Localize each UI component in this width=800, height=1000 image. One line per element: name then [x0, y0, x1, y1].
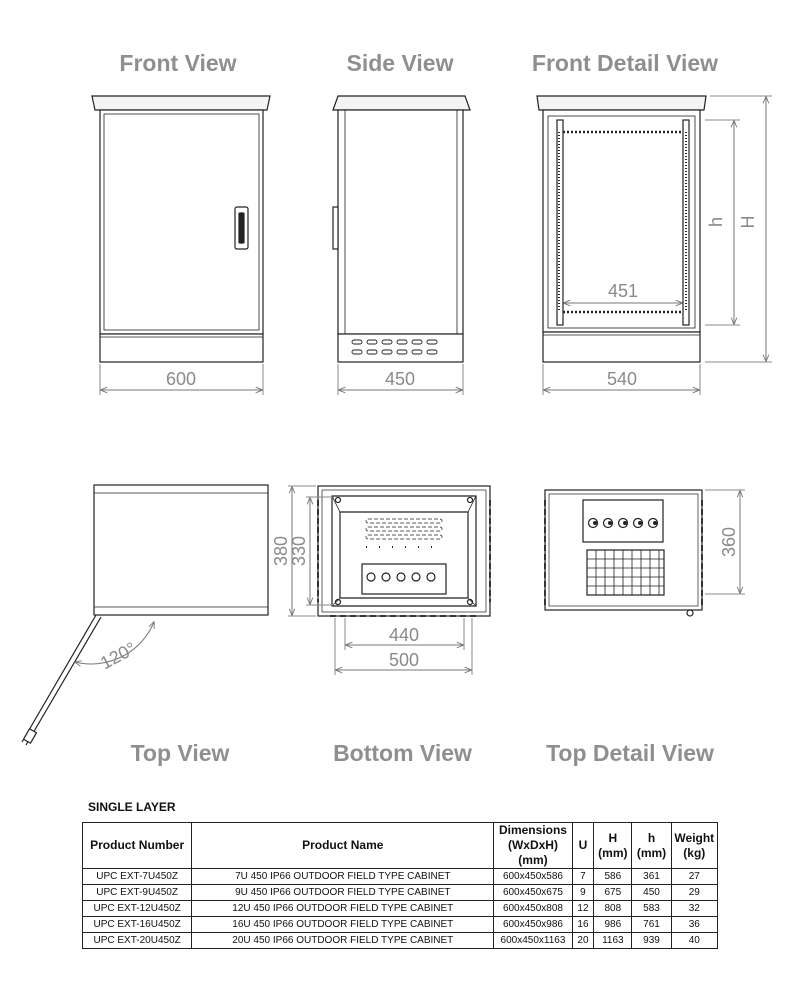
- dim-label-540: 540: [607, 369, 637, 389]
- cell-dimensions: 600x450x808: [493, 900, 573, 917]
- cell-product-name: 12U 450 IP66 OUTDOOR FIELD TYPE CABINET: [191, 900, 495, 917]
- dimension-600: 600: [99, 364, 264, 395]
- front-view-drawing: [91, 95, 271, 363]
- cell-weight: 36: [670, 916, 719, 933]
- dim-label-h: h: [706, 217, 726, 227]
- table-row: UPC EXT-16U450Z 16U 450 IP66 OUTDOOR FIE…: [81, 916, 719, 933]
- dimension-440: 440: [344, 618, 465, 650]
- top-view-drawing: [21, 484, 269, 746]
- header-product-number: Product Number: [81, 822, 193, 869]
- dim-label-600: 600: [166, 369, 196, 389]
- table-row: UPC EXT-12U450Z 12U 450 IP66 OUTDOOR FIE…: [81, 900, 719, 917]
- cable-gland-plate: [361, 563, 447, 595]
- dim-label-angle: 120°: [97, 638, 139, 673]
- header-product-name: Product Name: [191, 822, 495, 869]
- dimension-330: 330: [289, 496, 334, 606]
- bottom-vent-slots: [365, 518, 443, 540]
- cell-dimensions: 600x450x675: [493, 884, 573, 901]
- title-top-view: Top View: [130, 740, 230, 766]
- cell-H: 986: [593, 916, 633, 933]
- door-handle: [234, 206, 249, 250]
- dim-label-440: 440: [389, 625, 419, 645]
- front-detail-view-drawing: [536, 95, 707, 363]
- dim-label-500: 500: [389, 650, 419, 670]
- table-row: UPC EXT-7U450Z 7U 450 IP66 OUTDOOR FIELD…: [81, 868, 719, 885]
- cell-product-name: 9U 450 IP66 OUTDOOR FIELD TYPE CABINET: [191, 884, 495, 901]
- top-gland-plate: [582, 499, 664, 543]
- header-h: h(mm): [631, 822, 672, 869]
- cell-u: 9: [571, 884, 595, 901]
- cell-u: 16: [571, 916, 595, 933]
- cell-weight: 29: [670, 884, 719, 901]
- title-side-view: Side View: [346, 50, 454, 76]
- vent-grille: [586, 549, 665, 596]
- cell-dimensions: 600x450x986: [493, 916, 573, 933]
- technical-drawing: 600 450: [21, 95, 772, 746]
- top-detail-view-drawing: [544, 489, 703, 617]
- dim-label-360: 360: [719, 527, 739, 557]
- title-bottom-view: Bottom View: [333, 740, 472, 766]
- cell-h: 450: [631, 884, 672, 901]
- header-H: H(mm): [593, 822, 633, 869]
- table-header-row: Product Number Product Name Dimensions(W…: [81, 822, 719, 869]
- cell-H: 586: [593, 868, 633, 885]
- cell-h: 583: [631, 900, 672, 917]
- ventilation-slots: [351, 339, 438, 355]
- dimension-360: 360: [705, 489, 745, 595]
- title-front-detail-view: Front Detail View: [531, 50, 719, 76]
- cell-product-number: UPC EXT-20U450Z: [81, 932, 193, 949]
- cell-dimensions: 600x450x586: [493, 868, 573, 885]
- cell-h: 361: [631, 868, 672, 885]
- cell-H: 808: [593, 900, 633, 917]
- dimension-h: h: [705, 119, 740, 326]
- dim-label-451: 451: [608, 281, 638, 301]
- table-row: UPC EXT-20U450Z 20U 450 IP66 OUTDOOR FIE…: [81, 932, 719, 949]
- dimension-500: 500: [334, 618, 473, 675]
- cell-product-number: UPC EXT-9U450Z: [81, 884, 193, 901]
- cell-weight: 40: [670, 932, 719, 949]
- cell-h: 761: [631, 916, 672, 933]
- cell-product-number: UPC EXT-12U450Z: [81, 900, 193, 917]
- dim-label-380: 380: [271, 536, 291, 566]
- dimension-450: 450: [337, 364, 464, 395]
- cell-dimensions: 600x450x1163: [493, 932, 573, 949]
- cell-product-number: UPC EXT-7U450Z: [81, 868, 193, 885]
- spec-table: Product Number Product Name Dimensions(W…: [81, 822, 719, 949]
- header-dimensions: Dimensions(WxDxH) (mm): [493, 822, 573, 869]
- cell-H: 1163: [593, 932, 633, 949]
- cell-H: 675: [593, 884, 633, 901]
- cell-product-number: UPC EXT-16U450Z: [81, 916, 193, 933]
- dimension-H: H: [705, 95, 772, 363]
- header-u: U: [571, 822, 595, 869]
- dimension-380: 380: [271, 485, 316, 617]
- cell-weight: 27: [670, 868, 719, 885]
- open-door: [21, 614, 102, 746]
- title-front-view: Front View: [119, 50, 237, 76]
- dimension-540: 540: [542, 364, 701, 395]
- dimension-451: 451: [564, 281, 682, 303]
- cell-weight: 32: [670, 900, 719, 917]
- dim-label-H: H: [738, 216, 758, 229]
- table-row: UPC EXT-9U450Z 9U 450 IP66 OUTDOOR FIELD…: [81, 884, 719, 901]
- cell-product-name: 20U 450 IP66 OUTDOOR FIELD TYPE CABINET: [191, 932, 495, 949]
- cell-u: 12: [571, 900, 595, 917]
- title-top-detail-view: Top Detail View: [546, 740, 714, 766]
- section-title: SINGLE LAYER: [88, 800, 176, 814]
- dim-label-330: 330: [289, 536, 309, 566]
- header-weight: Weight(kg): [670, 822, 719, 869]
- cell-h: 939: [631, 932, 672, 949]
- side-view-drawing: [332, 95, 471, 363]
- dim-label-450: 450: [385, 369, 415, 389]
- cell-product-name: 7U 450 IP66 OUTDOOR FIELD TYPE CABINET: [191, 868, 495, 885]
- bottom-view-drawing: [317, 485, 491, 617]
- cell-product-name: 16U 450 IP66 OUTDOOR FIELD TYPE CABINET: [191, 916, 495, 933]
- cell-u: 20: [571, 932, 595, 949]
- cell-u: 7: [571, 868, 595, 885]
